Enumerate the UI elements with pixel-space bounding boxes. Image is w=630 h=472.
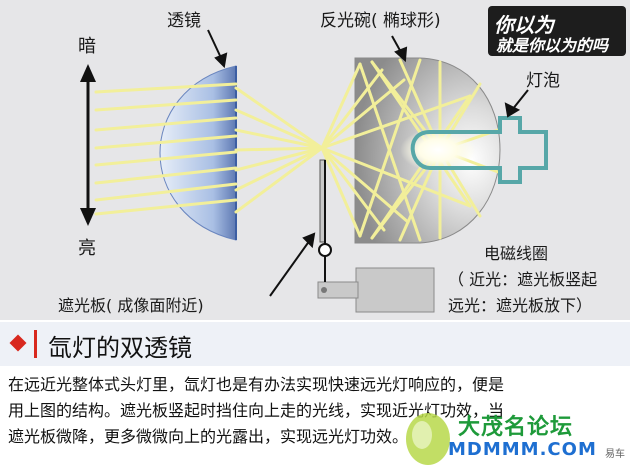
coil-box — [355, 267, 435, 313]
outgoing-ray — [94, 198, 238, 216]
outgoing-ray — [94, 166, 238, 185]
bulb-callout-arrow — [511, 89, 529, 111]
reflected-ray — [320, 68, 384, 150]
shield-hinge — [318, 243, 332, 257]
forum-watermark: 大茂名论坛 MDMMM.COM 易车 — [400, 405, 630, 472]
outgoing-ray — [94, 98, 238, 112]
up-arrowhead — [80, 64, 96, 82]
reflected-ray — [320, 146, 362, 238]
leaf-logo-icon — [406, 413, 450, 465]
coil-label: 电磁线圈 — [484, 244, 549, 263]
bulb-callout-head — [504, 102, 521, 118]
outgoing-ray — [94, 134, 238, 150]
bowl-ray — [358, 62, 422, 242]
bulb-label: 灯泡 — [526, 71, 560, 91]
high-beam-label: 远光：遮光板放下） — [448, 296, 593, 315]
converging-ray — [234, 108, 324, 150]
reflected-ray — [320, 62, 362, 150]
divider-bar — [34, 330, 37, 358]
lens-label: 透镜 — [167, 11, 201, 31]
reflector-callout-head — [394, 46, 408, 63]
pivot-dot — [321, 287, 327, 293]
outgoing-ray — [94, 182, 238, 202]
reflector-label: 反光碗( 椭球形) — [320, 11, 441, 31]
converging-ray — [234, 128, 324, 150]
converging-ray — [234, 86, 324, 150]
outgoing-ray — [94, 116, 238, 132]
watermark-badge: 你以为 就是你以为的吗 — [488, 6, 626, 56]
body-line-1: 在远近光整体式头灯里，氙灯也是有办法实现快速远光灯响应的，便是 — [8, 375, 505, 394]
down-arrowhead — [80, 208, 96, 226]
outgoing-ray — [94, 82, 238, 94]
dark-label: 暗 — [78, 36, 96, 57]
lens-callout-arrow — [207, 29, 223, 61]
shield-label: 遮光板( 成像面附近) — [58, 296, 204, 315]
lens-callout-head — [214, 52, 228, 69]
diamond-icon — [9, 334, 27, 352]
watermark-line-1: 你以为 — [494, 13, 554, 37]
reflected-ray — [320, 146, 472, 208]
converging-ray — [234, 146, 324, 192]
body-paragraph: 在远近光整体式头灯里，氙灯也是有办法实现快速远光灯响应的，便是 用上图的结构。遮… — [8, 372, 628, 450]
bulb — [410, 116, 548, 184]
low-beam-label: （ 近光：遮光板竖起 — [448, 270, 598, 289]
body-line-2: 用上图的结构。遮光板竖起时挡住向上走的光线，实现近光灯功效，当 — [8, 401, 505, 420]
lens — [159, 65, 237, 241]
bright-label: 亮 — [78, 238, 96, 259]
outgoing-ray — [94, 150, 238, 167]
reflected-ray — [320, 94, 472, 150]
body-line-3: 遮光板微降，更多微微向上的光露出，实现远光灯功效。 — [8, 427, 409, 446]
converging-ray — [234, 146, 324, 172]
converging-ray — [234, 146, 324, 152]
source-tag: 易车 — [605, 449, 625, 460]
watermark-line-2: 就是你以为的吗 — [496, 36, 609, 55]
forum-url: MDMMM.COM — [448, 439, 597, 460]
shield-callout-arrow — [269, 239, 311, 297]
reflected-ray — [320, 146, 386, 232]
caption-bar: 氙灯的双透镜 — [0, 322, 630, 366]
forum-name: 大茂名论坛 — [458, 415, 574, 440]
coil-arm — [317, 281, 359, 299]
caption-title: 氙灯的双透镜 — [48, 334, 192, 362]
converging-ray — [234, 146, 324, 214]
shield-callout-head — [302, 232, 316, 249]
